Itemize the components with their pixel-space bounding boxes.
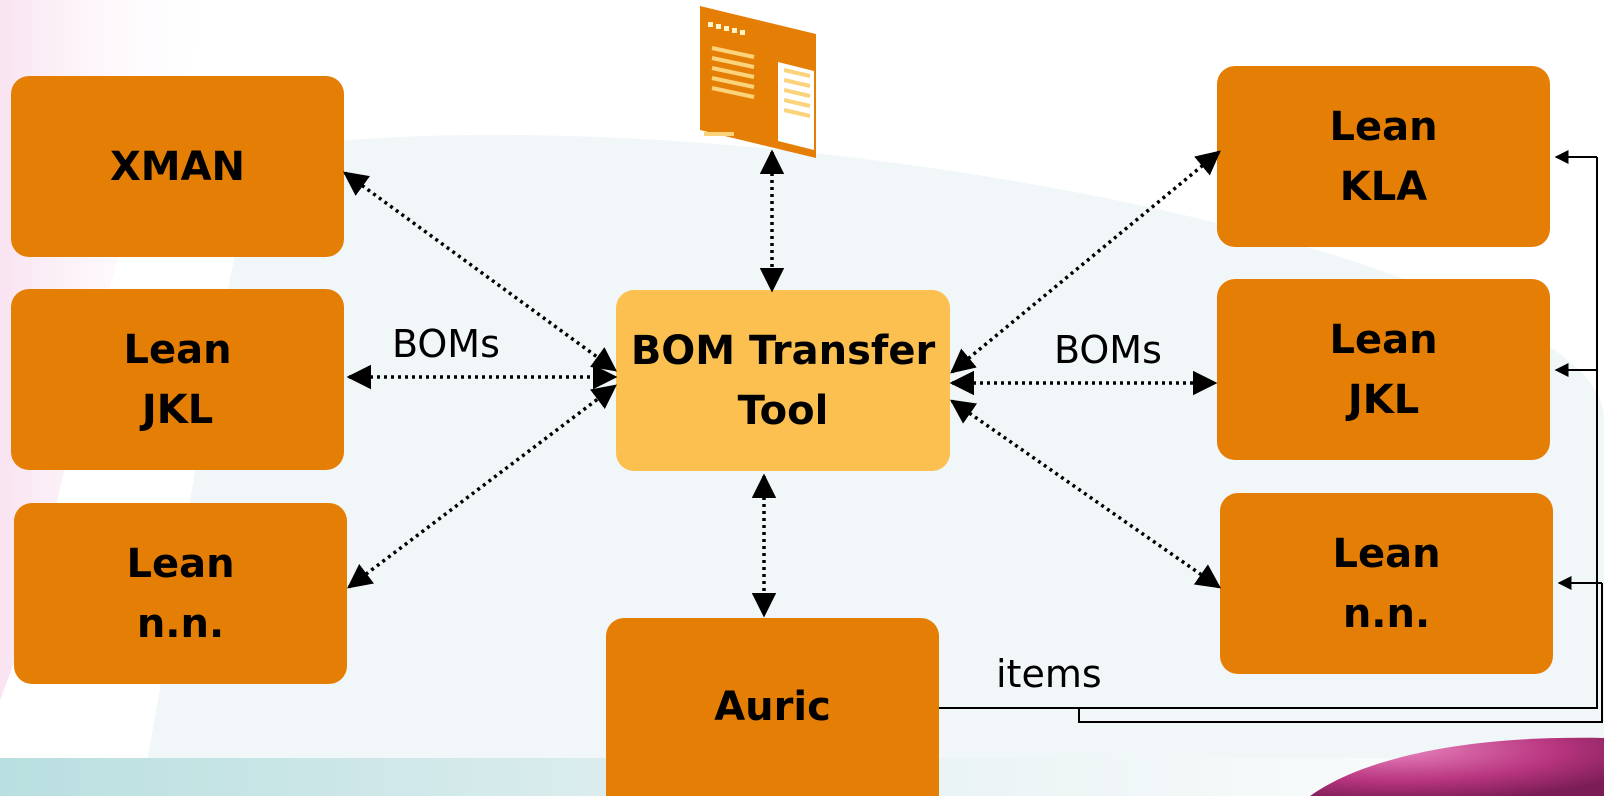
lean-nn-left-line1: Lean (126, 540, 235, 587)
items-label: items (996, 652, 1102, 696)
lean-jkl-left-node[interactable]: Lean JKL (11, 289, 344, 470)
lean-jkl-right-line2: JKL (1347, 376, 1420, 423)
xman-label: XMAN (109, 143, 246, 190)
lean-nn-right-line2: n.n. (1342, 590, 1431, 637)
lean-nn-right-node[interactable]: Lean n.n. (1220, 493, 1553, 674)
arrow-bom-nn-right (949, 399, 1222, 589)
boms-left-label: BOMs (392, 322, 500, 366)
lean-jkl-right-line1: Lean (1329, 316, 1438, 363)
lean-nn-right-line1: Lean (1332, 530, 1441, 577)
auric-node[interactable]: Auric (606, 618, 939, 796)
lean-kla-node[interactable]: Lean KLA (1217, 66, 1550, 247)
lean-kla-line1: Lean (1329, 103, 1438, 150)
arrow-bom-kla (950, 150, 1221, 374)
items-line-outer (939, 157, 1598, 709)
lean-nn-left-line2: n.n. (136, 600, 225, 647)
bom-transfer-tool-node[interactable]: BOM Transfer Tool (616, 290, 950, 471)
arrow-nn-left-bom (347, 384, 617, 589)
lean-jkl-left-line1: Lean (123, 326, 232, 373)
auric-label: Auric (714, 684, 831, 730)
lean-jkl-left-line2: JKL (141, 386, 214, 433)
bom-tool-line2: Tool (737, 387, 829, 434)
bom-tool-line1: BOM Transfer (630, 327, 936, 374)
items-line-inner (1078, 583, 1603, 723)
lean-nn-left-node[interactable]: Lean n.n. (14, 503, 347, 684)
xman-node[interactable]: XMAN (11, 76, 344, 257)
document-window-icon (700, 6, 816, 158)
boms-right-label: BOMs (1054, 328, 1162, 372)
lean-jkl-right-node[interactable]: Lean JKL (1217, 279, 1550, 460)
lean-kla-line2: KLA (1339, 163, 1428, 210)
